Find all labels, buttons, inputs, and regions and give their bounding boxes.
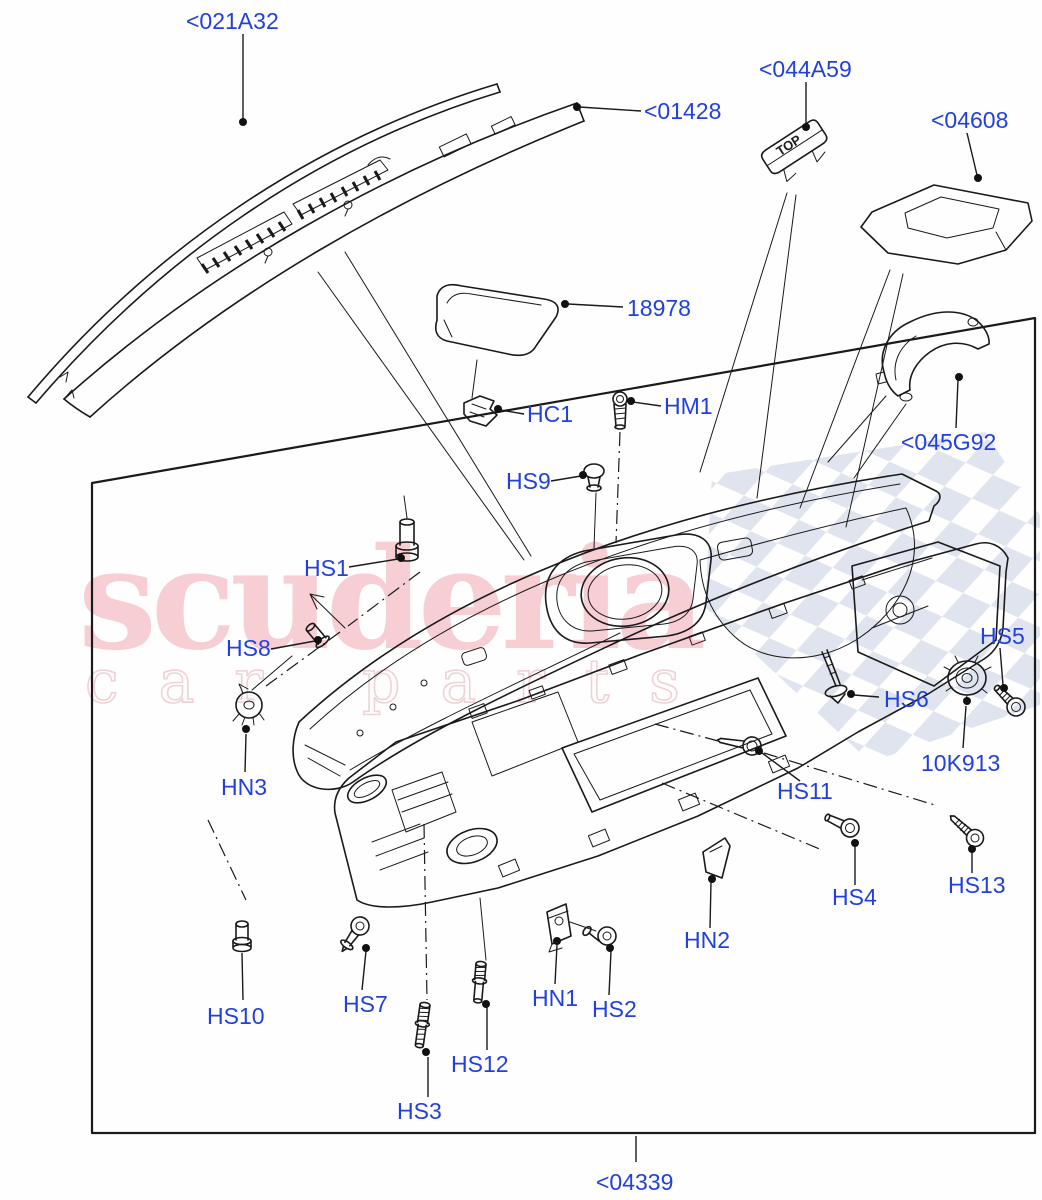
checkered-flag-watermark <box>705 432 1040 762</box>
fastener-10k913 <box>943 655 992 705</box>
callout-04339: <04339 <box>596 1169 673 1195</box>
part-instrument-panel-upper <box>292 473 941 804</box>
fastener-hn3 <box>232 683 265 733</box>
diagram-border-box <box>90 316 1037 1135</box>
part-cowl-grille <box>63 102 585 418</box>
callout-hm1: HM1 <box>664 393 713 419</box>
callout-hn2: HN2 <box>684 927 730 953</box>
callout-01428: <01428 <box>644 98 721 124</box>
part-windshield-trim <box>27 83 501 404</box>
callout-hs13: HS13 <box>948 872 1006 898</box>
callout-hs3: HS3 <box>397 1098 442 1124</box>
cowl-vent-slots-1 <box>200 221 287 274</box>
callout-hn3: HN3 <box>221 774 267 800</box>
fastener-hs4 <box>824 813 860 838</box>
callout-hs10: HS10 <box>207 1003 265 1029</box>
callout-hs5: HS5 <box>980 623 1025 649</box>
part-finish-panel-04608 <box>860 184 1033 265</box>
assembly-axis-lines <box>207 431 939 1001</box>
callout-04608: <04608 <box>931 107 1008 133</box>
fastener-hs10 <box>232 920 252 953</box>
fastener-hs1 <box>395 518 419 562</box>
callout-hs8: HS8 <box>226 635 271 661</box>
fastener-hs5 <box>993 684 1026 717</box>
callout-labels: <021A32 <01428 <044A59 <04608 18978 HC1 … <box>186 8 1025 1195</box>
fastener-hc1 <box>463 395 498 427</box>
callout-hs9: HS9 <box>506 468 551 494</box>
fastener-hs12 <box>471 960 488 1004</box>
part-bracket-045G92 <box>875 311 990 402</box>
callout-hs6: HS6 <box>884 686 929 712</box>
assembly-solid-lines <box>251 359 597 961</box>
watermark: scuderia car parts <box>78 432 1040 762</box>
leader-lines <box>239 34 1008 1097</box>
callout-18978: 18978 <box>627 295 691 321</box>
cowl-vent-slots-2 <box>296 170 382 220</box>
fastener-hm1 <box>612 391 628 430</box>
fastener-hs11 <box>716 736 762 756</box>
fastener-hs9 <box>583 463 605 492</box>
top-marking: TOP <box>773 132 804 159</box>
fastener-hs6 <box>821 649 848 704</box>
fastener-hs3 <box>414 1001 431 1049</box>
callout-hs1: HS1 <box>304 555 349 581</box>
fastener-hn2 <box>702 837 731 879</box>
callout-hs2: HS2 <box>592 996 637 1022</box>
callout-10k913: 10K913 <box>921 750 1000 776</box>
callout-045G92: <045G92 <box>901 429 996 455</box>
fastener-hs2 <box>582 925 617 946</box>
fastener-hs13 <box>949 815 985 848</box>
callout-hs11: HS11 <box>777 778 833 804</box>
callout-021A32: <021A32 <box>186 8 279 34</box>
callout-hc1: HC1 <box>527 401 573 427</box>
callout-044A59: <044A59 <box>759 56 852 82</box>
callout-hn1: HN1 <box>532 985 578 1011</box>
part-grille-18978 <box>434 283 559 357</box>
callout-hs4: HS4 <box>832 884 877 910</box>
fastener-hs7 <box>340 916 370 953</box>
callout-hs12: HS12 <box>451 1051 509 1077</box>
fastener-hn1 <box>546 903 572 953</box>
part-instrument-panel-lower <box>333 541 1009 908</box>
callout-hs7: HS7 <box>343 991 388 1017</box>
locator-lines <box>317 192 907 561</box>
part-top-clip: TOP <box>760 119 828 183</box>
